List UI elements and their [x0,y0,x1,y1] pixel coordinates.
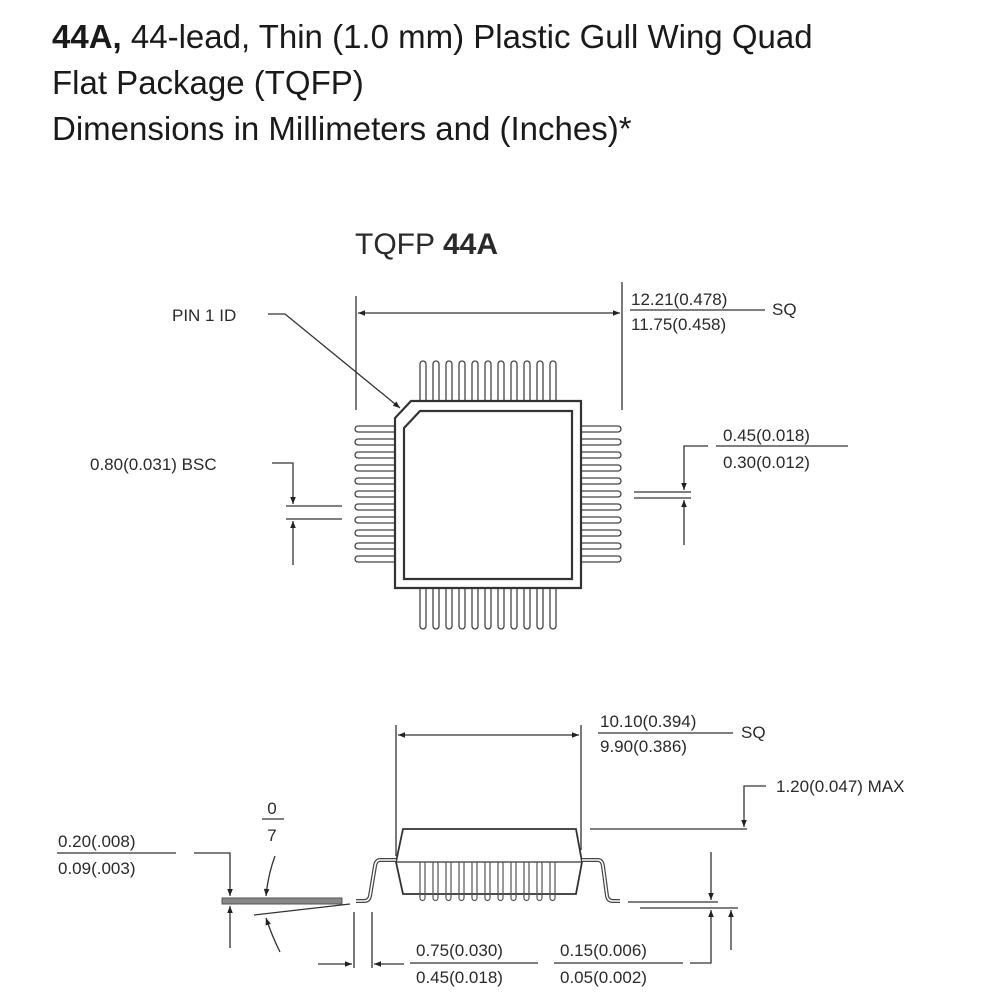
lead-width-max: 0.45(0.018) [723,426,810,445]
document-title: 44A, 44-lead, Thin (1.0 mm) Plastic Gull… [52,14,813,152]
bottom-leads [419,587,557,630]
package-body-inner [402,409,574,581]
body-width-sq: SQ [741,723,766,742]
title-line-1: 44A, 44-lead, Thin (1.0 mm) Plastic Gull… [52,14,813,60]
side-leads [419,862,556,902]
title-line-2: Flat Package (TQFP) [52,64,364,101]
lead-thickness-max: 0.20(.008) [58,832,136,851]
foot-length-min: 0.45(0.018) [416,968,503,987]
pin1-leader-arrow [268,313,401,409]
title-line-3: Dimensions in Millimeters and (Inches)* [52,110,632,147]
left-leads [354,425,394,563]
height-max-label: 1.20(0.047) MAX [776,777,905,796]
lead-cross-section [221,897,343,905]
pitch-label: 0.80(0.031) BSC [90,455,217,474]
overall-width-sq: SQ [772,300,797,319]
standoff-dimension [690,910,714,964]
lead-angle-min: 7 [267,826,276,845]
foot-length-max: 0.75(0.030) [416,941,503,960]
pin1-id-label: PIN 1 ID [172,306,236,325]
body-width-min: 9.90(0.386) [600,737,687,756]
lead-thickness-min: 0.09(.003) [58,859,136,878]
lead-width-min: 0.30(0.012) [723,453,810,472]
lead-angle-dimension [265,917,281,953]
standoff-min: 0.05(0.002) [560,968,647,987]
standoff-max: 0.15(0.006) [560,941,647,960]
title-line-1-text: 44-lead, Thin (1.0 mm) Plastic Gull Wing… [121,18,813,55]
top-leads [419,360,557,402]
overall-width-max: 12.21(0.478) [631,290,727,309]
package-code: 44A, [52,18,122,55]
lead-angle-max: 0 [267,799,276,818]
side-view: 10.10(0.394) 9.90(0.386) SQ 1.20(0.047) … [57,712,905,987]
right-leads [582,425,622,563]
body-width-max: 10.10(0.394) [600,712,696,731]
overall-width-min: 11.75(0.458) [631,315,726,334]
